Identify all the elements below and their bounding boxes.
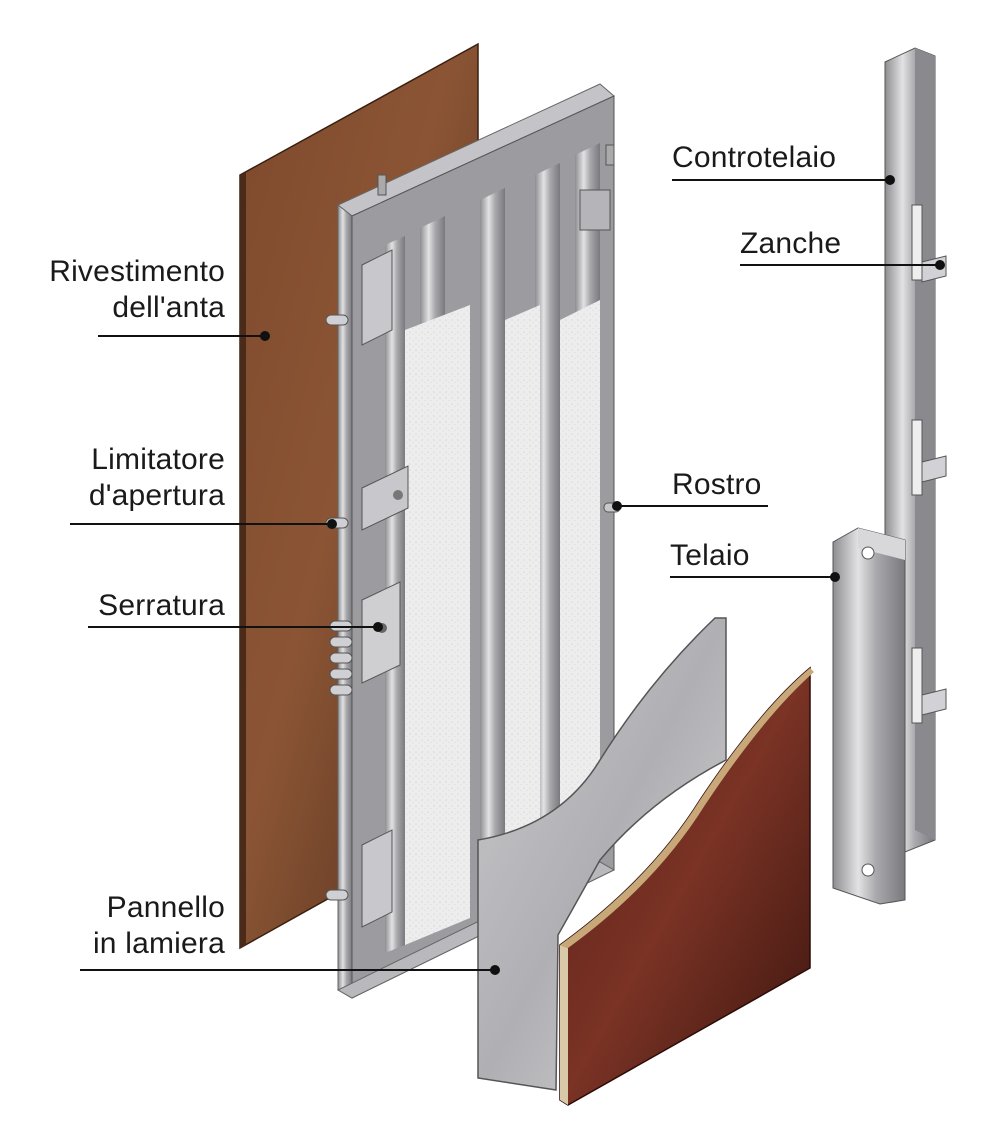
sheet-metal-panel [477,617,727,1091]
label-pannello-line2: in lamiera [92,927,225,960]
inner-panel-edge [560,945,568,1105]
insulation-block [405,305,470,945]
label-limitatore-line2: d'apertura [88,479,225,512]
label-limitatore-line1: Limitatore [91,443,225,476]
label-rivestimento-line2: dell'anta [112,291,225,324]
cladding-pin [325,889,349,901]
door-leaf-frame [336,83,616,999]
insulation-block [505,305,540,895]
lock-bolts [329,620,353,696]
label-controtelaio: Controtelaio [672,141,837,174]
label-limitatore: Limitatore d'apertura [89,442,225,514]
inner-panel-top-edge [560,668,814,948]
frame-profile [832,527,906,905]
label-telaio: Telaio [670,539,750,572]
insulation-block [560,300,600,870]
leader-lines [70,175,945,975]
outer-cladding-edge [240,172,246,948]
label-pannello-line1: Pannello [106,891,225,924]
label-zanche: Zanche [740,227,842,260]
label-rivestimento: Rivestimento dell'anta [49,254,225,326]
label-serratura: Serratura [98,589,225,622]
label-pannello: Pannello in lamiera [93,890,225,962]
label-rivestimento-line1: Rivestimento [49,255,225,288]
cladding-pin [325,314,349,326]
hardware-plates [361,249,409,928]
label-rostro: Rostro [672,468,762,501]
